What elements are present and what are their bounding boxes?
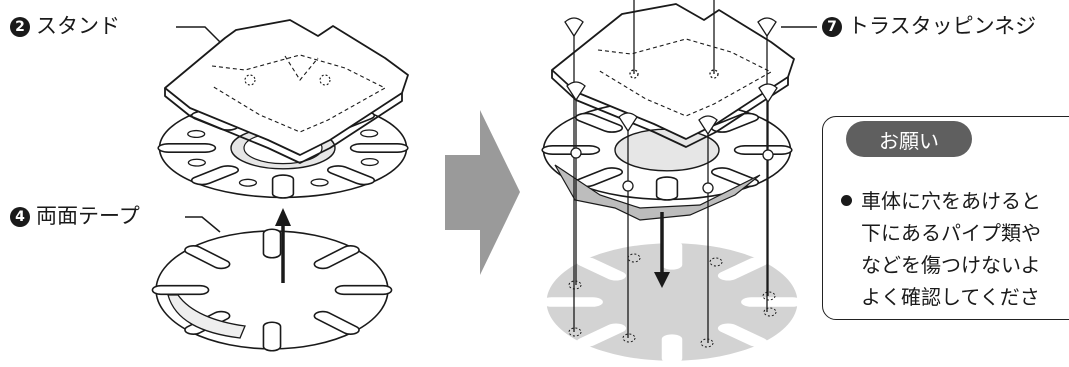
tape-liner-peel [167,294,246,339]
screw-label-text: トラスタッピンネジ [848,14,1037,38]
caution-note-text: 車体に穴をあけると 下にあるパイプ類や などを傷つけないよ よく確認してくださ [841,185,1041,313]
tape-leader-line [185,216,221,233]
stand-label-text: スタンド [36,14,120,38]
tape-footprint [546,243,798,361]
screw-number-badge: 7 [822,16,842,37]
caution-note-tag: お願い [846,121,972,157]
note-line: などを傷つけないよ [861,253,1041,277]
process-arrow [445,110,520,275]
down-arrow [654,212,670,288]
mounted-stand-disc [542,100,792,200]
up-arrow [275,208,291,283]
tape-number-badge: 4 [10,206,30,227]
stand-number-badge: 2 [10,16,30,37]
tape-disc [152,229,391,351]
bullet-icon [841,195,852,206]
note-line: 下にあるパイプ類や [861,221,1041,245]
mounted-top-plate [551,3,795,148]
tape-label-text: 両面テープ [36,204,140,228]
note-line: よく確認してくださ [861,285,1040,309]
screw-label: 7 トラスタッピンネジ [822,16,1036,37]
stand-top-plate [164,19,409,164]
stand-leader-line [176,26,221,43]
footprint-holes [568,253,777,348]
tape-label: 4 両面テープ [10,206,140,227]
screws [564,0,778,343]
note-line-text: 車体に穴をあけると [861,189,1041,213]
stand-label: 2 スタンド [10,16,120,37]
caution-note-box [822,116,1069,320]
note-line: 車体に穴をあけると [841,185,1041,217]
stand-underside [554,164,761,221]
